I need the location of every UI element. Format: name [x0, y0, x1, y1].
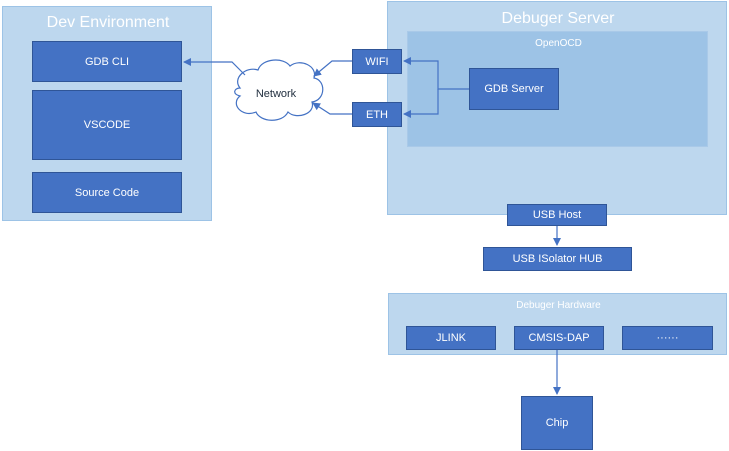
network-to-gdb-cli-connector — [183, 58, 246, 76]
wifi-to-network-connector — [313, 60, 352, 77]
usb-host-box: USB Host — [507, 204, 607, 226]
cmsis-dap-box: CMSIS-DAP — [514, 326, 604, 350]
eth-to-network-connector — [312, 102, 352, 115]
source-code-box: Source Code — [32, 172, 182, 213]
wifi-box: WIFI — [352, 49, 402, 74]
gdb-cli-box: GDB CLI — [32, 41, 182, 82]
dev-environment-title: Dev Environment — [46, 14, 170, 31]
debuger-hardware-title: Debuger Hardware — [516, 300, 601, 311]
gdb-server-to-wifi-connector — [403, 57, 469, 90]
usb-isolator-hub-box: USB ISolator HUB — [483, 247, 632, 271]
gdb-server-box: GDB Server — [469, 68, 559, 110]
network-label: Network — [256, 88, 297, 100]
jlink-box: JLINK — [406, 326, 496, 350]
network-cloud-icon — [234, 59, 324, 121]
chip-box: Chip — [521, 396, 593, 450]
more-adapters-box: ······ — [622, 326, 713, 350]
vscode-box: VSCODE — [32, 90, 182, 160]
debuger-server-title: Debuger Server — [501, 10, 615, 27]
openocd-title: OpenOCD — [535, 38, 582, 49]
eth-box: ETH — [352, 102, 402, 127]
gdb-server-to-eth-connector — [403, 89, 439, 118]
